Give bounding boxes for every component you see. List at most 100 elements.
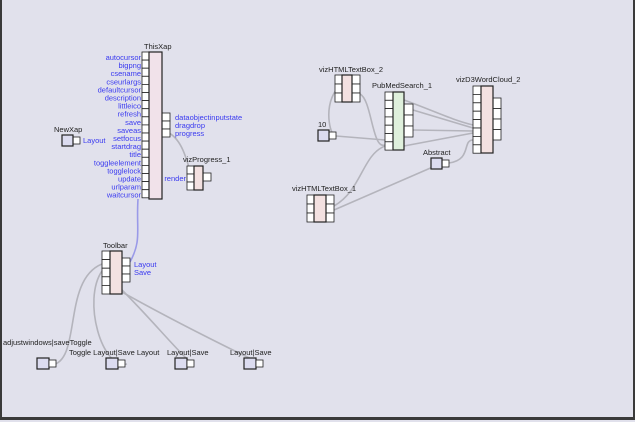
input-port[interactable] (334, 74, 343, 85)
input-port[interactable] (141, 124, 150, 134)
input-port[interactable] (141, 51, 150, 61)
value-box[interactable] (243, 357, 257, 370)
connection-edge[interactable] (129, 198, 139, 263)
input-port[interactable] (186, 173, 195, 183)
input-port[interactable] (101, 250, 111, 261)
output-port[interactable] (492, 97, 502, 109)
output-port[interactable] (441, 159, 450, 168)
node-wordcloud[interactable]: vizD3WordCloud_2 (456, 75, 520, 154)
connection-edge[interactable] (51, 263, 103, 366)
output-port[interactable] (121, 257, 131, 267)
connection-edge[interactable] (448, 139, 474, 164)
node-toolbar-action[interactable]: Layout|Save (167, 348, 209, 370)
value-box[interactable] (174, 357, 188, 370)
input-port[interactable] (141, 164, 150, 174)
output-port[interactable] (72, 136, 81, 145)
input-port[interactable] (472, 85, 482, 95)
input-port[interactable] (186, 165, 195, 175)
input-port[interactable] (141, 132, 150, 142)
input-port[interactable] (141, 92, 150, 102)
input-port[interactable] (141, 67, 150, 77)
input-port[interactable] (306, 194, 315, 205)
output-port[interactable] (403, 103, 414, 116)
input-port[interactable] (141, 108, 150, 118)
output-port[interactable] (403, 125, 414, 138)
node-body[interactable] (313, 194, 327, 223)
input-port[interactable] (141, 59, 150, 69)
input-port[interactable] (186, 181, 195, 191)
input-port[interactable] (141, 181, 150, 191)
output-port[interactable] (121, 265, 131, 275)
input-port[interactable] (472, 144, 482, 154)
input-port[interactable] (472, 135, 482, 146)
node-textbox1[interactable]: vizHTMLTextBox_1 (292, 184, 356, 223)
connection-edge[interactable] (335, 135, 386, 141)
output-port[interactable] (255, 359, 264, 368)
connection-edge[interactable] (412, 129, 474, 132)
input-port[interactable] (141, 116, 150, 126)
output-port[interactable] (161, 120, 171, 130)
output-port[interactable] (161, 112, 171, 122)
connection-edge[interactable] (403, 99, 474, 126)
input-port[interactable] (141, 189, 150, 199)
node-body[interactable] (341, 74, 353, 103)
output-port[interactable] (325, 194, 335, 205)
input-port[interactable] (101, 284, 111, 295)
node-toolbar-action[interactable]: adjustwindows|saveToggle (3, 338, 92, 370)
input-port[interactable] (384, 141, 394, 151)
input-port[interactable] (472, 94, 482, 104)
output-port[interactable] (202, 172, 212, 182)
output-port[interactable] (351, 74, 361, 85)
input-port[interactable] (334, 83, 343, 94)
node-toolbar-action[interactable]: Layout|Save (230, 348, 272, 370)
output-port[interactable] (117, 359, 126, 368)
input-port[interactable] (101, 267, 111, 278)
node-thisxap[interactable]: ThisXapautocursorbigpngcsenamecseurlargs… (94, 42, 242, 200)
node-abstract[interactable]: Abstract (423, 148, 451, 170)
node-toolbar-action[interactable]: Toggle Layout|Save Layout (69, 348, 160, 370)
output-port[interactable] (351, 92, 361, 103)
output-port[interactable] (325, 203, 335, 214)
input-port[interactable] (472, 102, 482, 112)
output-port[interactable] (48, 359, 57, 368)
output-port[interactable] (403, 114, 414, 127)
connection-edge[interactable] (403, 132, 474, 147)
input-port[interactable] (384, 91, 394, 101)
input-port[interactable] (306, 203, 315, 214)
node-body[interactable] (480, 85, 494, 154)
node-body[interactable] (109, 250, 123, 295)
input-port[interactable] (306, 212, 315, 223)
connection-edge[interactable] (333, 145, 386, 207)
output-port[interactable] (161, 128, 171, 138)
input-port[interactable] (101, 259, 111, 269)
input-port[interactable] (472, 119, 482, 129)
value-box[interactable] (36, 357, 50, 370)
input-port[interactable] (101, 276, 111, 286)
output-port[interactable] (186, 359, 195, 368)
output-port[interactable] (492, 108, 502, 120)
output-port[interactable] (121, 273, 131, 283)
input-port[interactable] (141, 173, 150, 183)
node-body[interactable] (61, 134, 74, 147)
connection-edge[interactable] (333, 162, 443, 211)
input-port[interactable] (384, 108, 394, 118)
node-textbox2[interactable]: vizHTMLTextBox_2 (319, 65, 383, 103)
output-port[interactable] (325, 212, 335, 223)
input-port[interactable] (384, 99, 394, 110)
input-port[interactable] (384, 133, 394, 143)
input-port[interactable] (334, 92, 343, 103)
output-port[interactable] (328, 131, 337, 140)
input-port[interactable] (141, 84, 150, 93)
input-port[interactable] (141, 156, 150, 166)
node-body[interactable] (148, 51, 163, 200)
input-port[interactable] (141, 148, 150, 158)
node-pubmed[interactable]: PubMedSearch_1 (372, 81, 432, 151)
input-port[interactable] (141, 100, 150, 110)
input-port[interactable] (472, 127, 482, 137)
output-port[interactable] (492, 129, 502, 141)
